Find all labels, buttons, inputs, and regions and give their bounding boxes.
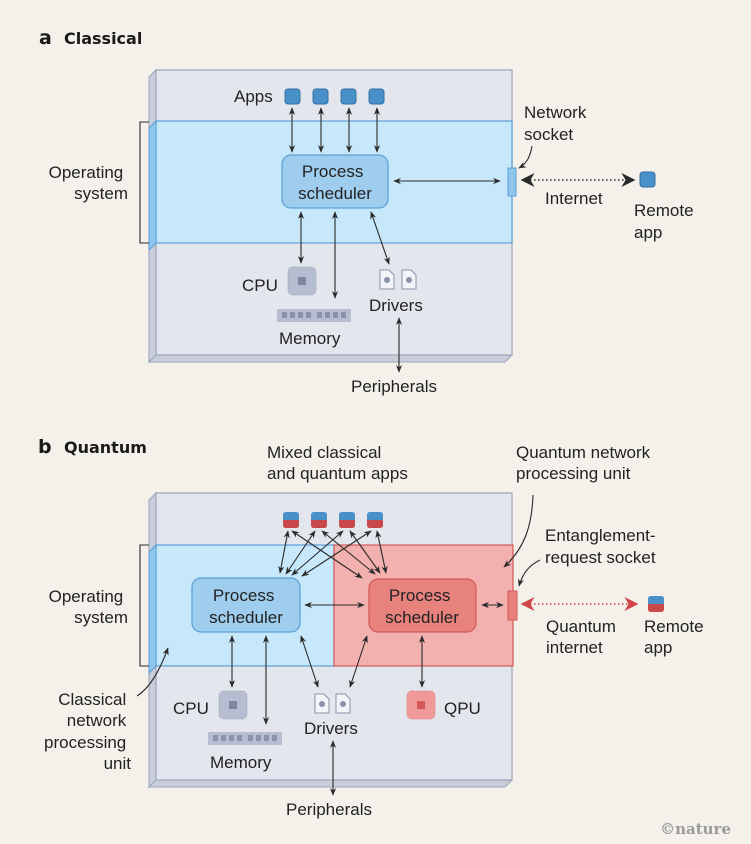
driver-file-icon	[335, 693, 351, 714]
memory-stick-icon	[277, 309, 351, 322]
qpu-chip-icon	[406, 690, 436, 720]
drivers-arrow	[370, 211, 390, 265]
cnpu-pointer	[136, 647, 169, 697]
cpu-label: CPU	[242, 276, 278, 295]
panel-a-letter: a	[39, 27, 52, 49]
remote-app-label: Remote app	[644, 617, 708, 657]
memory-label: Memory	[210, 753, 272, 772]
peripherals-label: Peripherals	[351, 377, 437, 396]
memory-stick-icon	[208, 732, 282, 745]
os-bracket	[139, 544, 149, 667]
drivers-label: Drivers	[369, 296, 423, 315]
socket-pointer	[517, 559, 541, 587]
mixed-app-icon[interactable]	[311, 512, 327, 528]
remote-app-label: Remote app	[634, 201, 698, 242]
apps-label: Apps	[234, 87, 273, 106]
os-label: Operating system	[49, 587, 128, 627]
nature-credit: ©nature	[660, 820, 731, 838]
drivers-classical-arrow	[300, 635, 319, 688]
internet-label: Internet	[545, 189, 603, 208]
drivers-quantum-arrow	[349, 635, 368, 688]
memory-label: Memory	[279, 329, 341, 348]
driver-file-icon	[379, 269, 395, 290]
drivers-label: Drivers	[304, 719, 358, 738]
remote-app[interactable]	[648, 596, 664, 612]
os-label: Operating system	[49, 163, 128, 203]
apps-group	[284, 88, 385, 105]
app-icon[interactable]	[284, 88, 301, 105]
panel-a-title: Classical	[64, 29, 142, 48]
box-bottom-face	[147, 779, 514, 788]
qnpu-pointer	[503, 494, 534, 568]
app-icon[interactable]	[340, 88, 357, 105]
mixed-apps-label: Mixed classical and quantum apps	[267, 443, 408, 483]
process-scheduler[interactable]	[281, 154, 389, 209]
mixed-apps-group	[283, 512, 383, 528]
qnpu-label: Quantum network processing unit	[516, 443, 655, 483]
quantum-internet-label: Quantum internet	[546, 617, 621, 657]
panel-b: b Quantum Mixed classical and quantum ap…	[38, 436, 708, 819]
classical-process-scheduler[interactable]	[191, 577, 301, 633]
remote-app[interactable]	[639, 171, 656, 188]
os-bracket	[139, 121, 149, 244]
cpu-label: CPU	[173, 699, 209, 718]
quantum-process-scheduler[interactable]	[368, 578, 477, 633]
network-socket[interactable]	[507, 167, 517, 197]
box-bottom-face	[147, 354, 514, 363]
cpu-chip-icon	[287, 266, 317, 296]
socket-pointer	[518, 145, 533, 169]
entanglement-socket-label: Entanglement- request socket	[545, 526, 660, 567]
mixed-app-icon[interactable]	[283, 512, 299, 528]
panel-b-letter: b	[38, 436, 52, 458]
mixed-app-icon[interactable]	[367, 512, 383, 528]
peripherals-label: Peripherals	[286, 800, 372, 819]
process-scheduler-label: Process scheduler	[298, 162, 372, 203]
app-icon[interactable]	[368, 88, 385, 105]
network-socket-label: Network socket	[524, 103, 591, 144]
app-icon[interactable]	[312, 88, 329, 105]
entanglement-request-socket[interactable]	[507, 590, 518, 621]
quantum-scheduler-label: Process scheduler	[385, 586, 459, 627]
os-layer-side	[148, 543, 157, 675]
driver-file-icon	[401, 269, 417, 290]
qpu-label: QPU	[444, 699, 481, 718]
driver-file-icon	[314, 693, 330, 714]
os-layer-side	[148, 119, 157, 252]
cpu-chip-icon	[218, 690, 248, 720]
classical-scheduler-label: Process scheduler	[209, 586, 283, 627]
panel-b-title: Quantum	[64, 438, 147, 457]
cnpu-label: Classical network processing unit	[44, 690, 131, 773]
mixed-app-icon[interactable]	[339, 512, 355, 528]
app-scheduler-arrows	[278, 530, 388, 579]
panel-a: a Classical Operating system Apps Proces…	[39, 27, 698, 396]
